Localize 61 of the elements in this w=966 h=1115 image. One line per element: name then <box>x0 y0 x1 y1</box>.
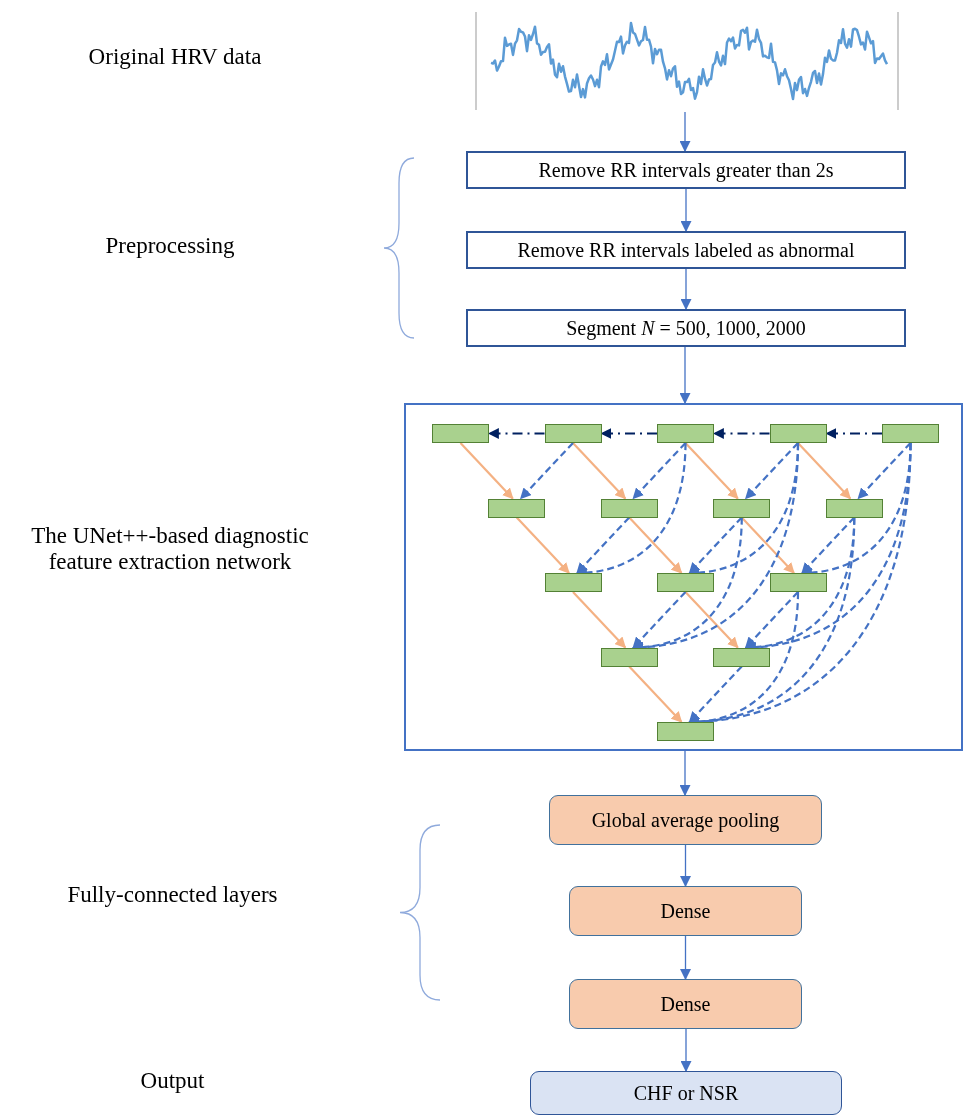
arrow <box>572 591 627 649</box>
arrow <box>679 111 691 153</box>
arrow <box>857 442 912 500</box>
arrow <box>628 516 683 574</box>
signal-plot-drawing <box>475 12 900 112</box>
side-label: The UNet++-based diagnostic feature extraction network <box>30 523 310 575</box>
arrow <box>740 516 795 574</box>
arrow <box>797 442 852 500</box>
arrow <box>487 428 545 439</box>
arrow <box>744 442 799 500</box>
arrow <box>459 442 514 500</box>
feature-block <box>713 647 771 667</box>
side-label: Output <box>139 1068 206 1094</box>
arrow <box>632 591 687 649</box>
arrow <box>684 591 739 649</box>
arrow <box>628 665 683 723</box>
arrow <box>688 665 743 723</box>
feature-block <box>600 647 658 667</box>
arrow <box>680 268 692 311</box>
feature-block <box>432 424 489 443</box>
arrow <box>679 346 691 405</box>
arrow <box>825 428 882 439</box>
arrow <box>679 750 691 797</box>
feature-block <box>544 573 602 592</box>
feature-block <box>657 722 714 741</box>
arrow <box>712 428 770 439</box>
layer-box: Dense <box>569 886 802 936</box>
feature-block <box>769 424 827 443</box>
feature-block <box>544 424 602 443</box>
layer-box: Dense <box>569 979 802 1029</box>
feature-block <box>769 573 827 592</box>
layer-box: Global average pooling <box>549 795 822 845</box>
feature-block <box>882 424 939 443</box>
side-label: Preprocessing <box>104 233 236 259</box>
feature-block <box>488 498 546 518</box>
side-label: Fully-connected layers <box>66 882 279 908</box>
arrow <box>515 516 570 574</box>
process-box: Remove RR intervals greater than 2s <box>466 151 906 189</box>
arrow <box>680 188 692 233</box>
feature-block <box>825 498 883 518</box>
network-container <box>404 403 963 751</box>
arrow <box>680 1028 692 1073</box>
arrow <box>632 442 687 500</box>
feature-block <box>657 424 714 443</box>
process-box: Remove RR intervals labeled as abnormal <box>466 231 906 269</box>
arrow <box>688 516 743 574</box>
arrow <box>600 428 657 439</box>
arrow <box>572 442 627 500</box>
feature-block <box>657 573 714 592</box>
arrow <box>680 844 691 888</box>
arrow <box>684 442 739 500</box>
side-label: Original HRV data <box>87 44 263 70</box>
feature-block <box>600 498 658 518</box>
arrow <box>680 935 691 981</box>
output-box: CHF or NSR <box>530 1071 842 1115</box>
arrow <box>519 442 574 500</box>
arrow <box>576 516 631 574</box>
arrow <box>744 591 799 649</box>
arrow <box>801 516 856 574</box>
process-box: Segment N = 500, 1000, 2000 <box>466 309 906 347</box>
feature-block <box>713 498 771 518</box>
